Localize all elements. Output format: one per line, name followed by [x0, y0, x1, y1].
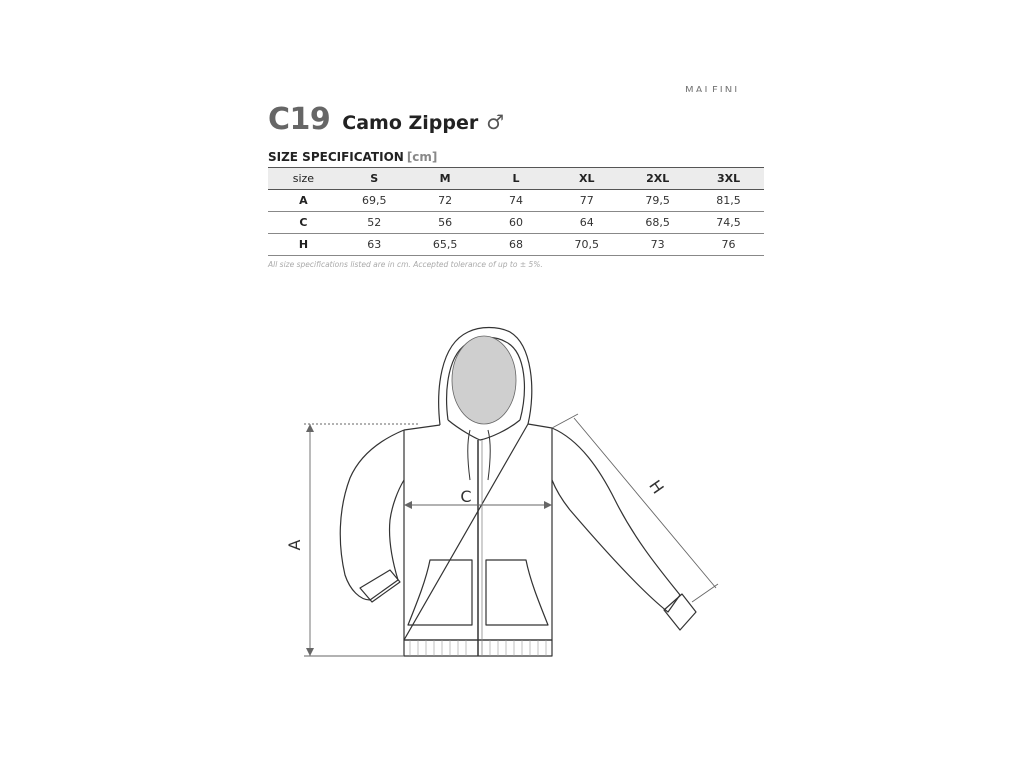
column-header: L: [512, 172, 520, 185]
size-spec-title: SIZE SPECIFICATION: [268, 150, 404, 164]
table-cell: 56: [438, 216, 453, 229]
table-cell: 79,5: [645, 194, 670, 207]
column-header: 3XL: [716, 172, 741, 185]
table-row: C 52 56 60 64 68,5 74,5: [268, 212, 764, 234]
table-cell: 76: [721, 238, 736, 251]
right-sleeve: [551, 427, 681, 613]
hood-interior: [451, 335, 517, 425]
table-cell: 81,5: [716, 194, 741, 207]
right-cuff: [663, 593, 697, 631]
pocket-left: [407, 559, 473, 626]
column-header: S: [370, 172, 379, 185]
table-cell: 77: [579, 194, 594, 207]
brand-logo-strip: MALFINI: [685, 85, 740, 92]
male-icon: ♂: [486, 110, 505, 134]
row-label: A: [299, 194, 308, 207]
table-cell: 63: [367, 238, 382, 251]
product-title: C19 Camo Zipper ♂: [268, 102, 504, 137]
table-cell: 65,5: [432, 238, 458, 251]
row-label: C: [299, 216, 308, 229]
dimension-a-label: A: [285, 539, 304, 550]
drawstring-left: [467, 429, 471, 481]
pocket-right: [485, 559, 549, 626]
column-header: XL: [579, 172, 595, 185]
column-header: M: [439, 172, 451, 185]
left-cuff: [359, 569, 401, 603]
product-name: Camo Zipper: [342, 112, 479, 134]
dimension-h-label: H: [645, 476, 667, 497]
size-spec-heading: SIZE SPECIFICATION[cm]: [268, 150, 437, 164]
left-sleeve: [339, 429, 405, 601]
table-header-row: size S M L XL 2XL 3XL: [268, 167, 764, 190]
column-header: size: [292, 172, 315, 185]
table-cell: 74,5: [716, 216, 741, 229]
table-cell: 68: [508, 238, 523, 251]
table-row: A 69,5 72 74 77 79,5 81,5: [268, 190, 764, 212]
size-table: size S M L XL 2XL 3XL A 69,5 72 74 77 79…: [268, 167, 764, 256]
drawstring-right: [487, 429, 491, 481]
dimension-c-label: C: [460, 487, 471, 506]
table-cell: 73: [650, 238, 665, 251]
size-spec-unit: [cm]: [406, 150, 438, 164]
table-cell: 70,5: [574, 238, 600, 251]
product-code: C19: [268, 102, 331, 137]
table-cell: 60: [508, 216, 523, 229]
table-cell: 72: [438, 194, 453, 207]
table-row: H 63 65,5 68 70,5 73 76: [268, 234, 764, 256]
table-cell: 68,5: [645, 216, 670, 229]
footnote: All size specifications listed are in cm…: [268, 260, 543, 269]
table-cell: 69,5: [362, 194, 387, 207]
row-label: H: [298, 238, 309, 251]
table-cell: 74: [508, 194, 523, 207]
table-cell: 52: [367, 216, 382, 229]
table-cell: 64: [579, 216, 594, 229]
dimension-h-line: [573, 417, 717, 589]
hood-outline: [438, 326, 533, 426]
column-header: 2XL: [646, 172, 670, 185]
